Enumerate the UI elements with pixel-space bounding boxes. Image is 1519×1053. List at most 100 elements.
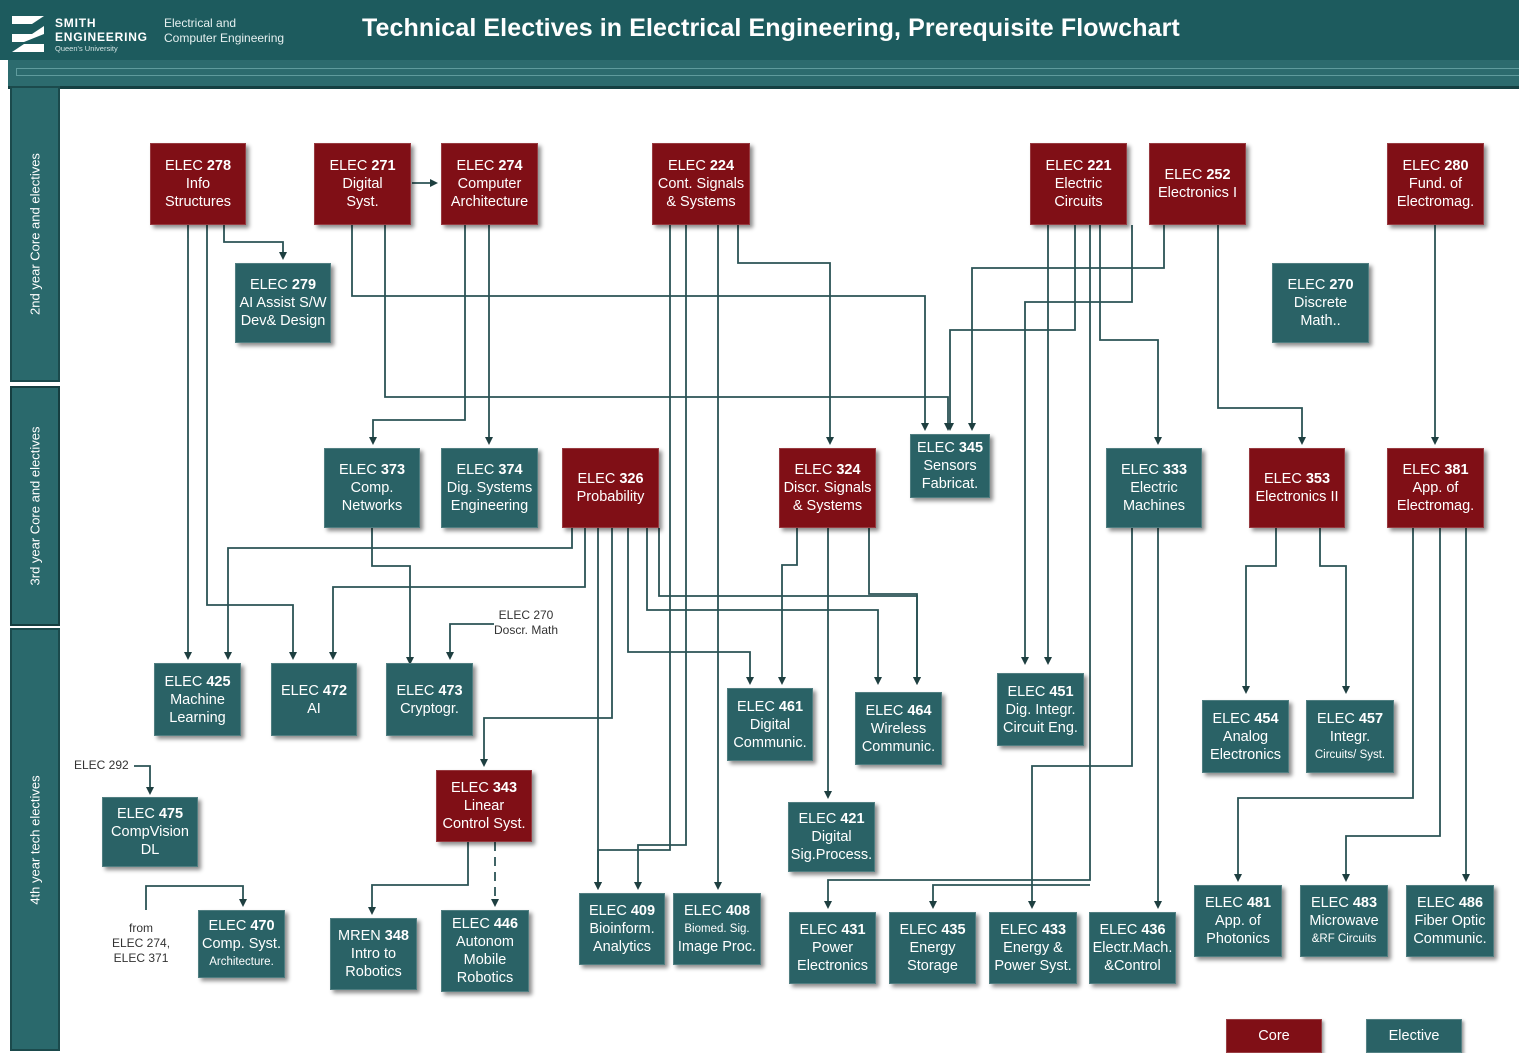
course-title-line: Cont. Signals [657, 176, 745, 192]
logo-text-queens: Queen's University [55, 44, 118, 53]
course-title-line: Networks [341, 498, 403, 514]
course-elec-473[interactable]: ELEC 473 Cryptogr. [386, 663, 473, 736]
course-title-line: Dig. Integr. [1005, 701, 1076, 718]
link-324-to-464 [868, 528, 921, 685]
course-elec-454[interactable]: ELEC 454 Analog Electronics [1202, 700, 1289, 773]
course-number: 464 [907, 702, 932, 719]
course-elec-221[interactable]: ELEC 221 Electric Circuits [1030, 143, 1127, 225]
course-title-line: Microwave [1309, 913, 1379, 929]
course-elec-435[interactable]: ELEC 435 Energy Storage [889, 912, 976, 984]
course-number: 270 [1329, 277, 1354, 293]
course-elec-431[interactable]: ELEC 431 Power Electronics [789, 912, 876, 984]
course-elec-446[interactable]: ELEC 446 Autonom Mobile Robotics [441, 910, 529, 992]
course-code: ELEC [396, 682, 435, 699]
course-code: ELEC [1316, 710, 1355, 727]
course-elec-483[interactable]: ELEC 483 Microwave &RF Circuits [1300, 885, 1388, 957]
course-elec-353[interactable]: ELEC 353 Electronics II [1249, 448, 1345, 528]
course-title-line: Photonics [1206, 931, 1270, 947]
course-elec-481[interactable]: ELEC 481 App. of Photonics [1194, 885, 1282, 957]
course-title-line: Sig.Process. [790, 847, 873, 863]
course-elec-271[interactable]: ELEC 271 Digital Syst. [314, 143, 411, 225]
course-number: 435 [941, 922, 966, 938]
link-324-to-461 [778, 528, 798, 685]
course-title-line: Cryptogr. [400, 700, 459, 717]
course-number: 425 [206, 673, 231, 690]
course-number: 348 [384, 928, 409, 944]
course-elec-464[interactable]: ELEC 464 Wireless Communic. [855, 692, 942, 765]
course-number: 472 [322, 682, 348, 699]
course-title-line: Probability [576, 489, 645, 505]
course-code: ELEC [1120, 462, 1159, 478]
course-elec-461[interactable]: ELEC 461 Digital Communic. [727, 688, 813, 761]
course-elec-409[interactable]: ELEC 409 Bioinform. Analytics [579, 893, 665, 965]
course-elec-475[interactable]: ELEC 475 CompVision DL [102, 797, 198, 867]
course-elec-270[interactable]: ELEC 270 Discrete Math.. [1272, 263, 1369, 343]
course-elec-373[interactable]: ELEC 373 Comp. Networks [324, 448, 420, 528]
course-elec-279[interactable]: ELEC 279 AI Assist S/W Dev& Design [235, 263, 331, 343]
course-title-line: Electronics [797, 958, 868, 974]
course-elec-278[interactable]: ELEC 278 Info Structures [150, 143, 246, 225]
course-title-line: Architecture. [209, 956, 274, 968]
legend-elective-label: Elective [1388, 1028, 1440, 1044]
course-elec-472[interactable]: ELEC 472 AI [271, 663, 357, 736]
course-elec-274[interactable]: ELEC 274 Computer Architecture [441, 143, 538, 225]
course-title-line: Communic. [733, 734, 807, 751]
department-line-1: Electrical and [164, 16, 237, 30]
course-number: 461 [778, 698, 804, 715]
course-title-line: Machines [1122, 498, 1186, 514]
course-elec-436[interactable]: ELEC 436 Electr.Mach. &Control [1089, 912, 1176, 984]
course-title-line: Communic. [1413, 931, 1487, 947]
course-elec-374[interactable]: ELEC 374 Dig. Systems Engineering [441, 448, 538, 528]
course-code: ELEC [1402, 158, 1441, 174]
course-number: 475 [158, 806, 184, 822]
course-title-line: Bioinform. [589, 921, 655, 937]
course-code: ELEC [451, 916, 490, 932]
course-title-line: Machine [170, 691, 225, 708]
course-elec-345[interactable]: ELEC 345 Sensors Fabricat. [910, 434, 990, 498]
course-number: 483 [1352, 895, 1378, 911]
course-mren-348[interactable]: MREN 348 Intro to Robotics [330, 918, 417, 990]
link-373-to-473 [371, 528, 414, 665]
course-elec-280[interactable]: ELEC 280 Fund. of Electromag. [1387, 143, 1484, 225]
course-title-line: Wireless [870, 720, 927, 737]
course-elec-326[interactable]: ELEC 326 Probability [562, 448, 659, 528]
link-from-note-to-470 [145, 885, 247, 910]
link-326-to-464 [646, 528, 882, 685]
course-elec-333[interactable]: ELEC 333 Electric Machines [1106, 448, 1202, 528]
course-title-line: &RF Circuits [1311, 933, 1377, 945]
course-elec-457[interactable]: ELEC 457 Integr. Circuits/ Syst. [1306, 700, 1394, 773]
note-from-prereq: from ELEC 274, ELEC 371 [112, 921, 170, 966]
course-number: 421 [840, 811, 865, 827]
course-code: ELEC [1402, 462, 1441, 478]
course-title-line: Electromag. [1396, 498, 1475, 514]
course-title-line: Autonom [455, 934, 515, 950]
course-code: ELEC [577, 471, 616, 487]
course-title-line: Analytics [592, 939, 652, 955]
course-title-line: Structures [164, 194, 232, 210]
course-elec-252[interactable]: ELEC 252 Electronics I [1149, 143, 1246, 225]
course-elec-381[interactable]: ELEC 381 App. of Electromag. [1387, 448, 1484, 528]
course-code: ELEC [329, 158, 368, 174]
course-code: ELEC [683, 903, 722, 919]
course-elec-451[interactable]: ELEC 451 Dig. Integr. Circuit Eng. [997, 673, 1084, 746]
course-elec-433[interactable]: ELEC 433 Energy & Power Syst. [989, 912, 1077, 984]
course-title-line: Fiber Optic [1414, 913, 1486, 929]
course-title-line: Storage [907, 958, 958, 974]
department-line-2: Computer Engineering [164, 31, 285, 45]
note-elec-292-prereq: ELEC 292 [74, 758, 129, 772]
course-title-line: Computer [457, 176, 522, 192]
course-code: ELEC [736, 698, 775, 715]
course-elec-421[interactable]: ELEC 421 Digital Sig.Process. [788, 802, 875, 872]
course-elec-486[interactable]: ELEC 486 Fiber Optic Communic. [1406, 885, 1494, 957]
course-elec-324[interactable]: ELEC 324 Discr. Signals & Systems [779, 448, 876, 528]
link-326-to-425 [224, 528, 573, 660]
course-elec-425[interactable]: ELEC 425 Machine Learning [154, 663, 241, 736]
course-elec-224[interactable]: ELEC 224 Cont. Signals & Systems [652, 143, 750, 225]
course-code: MREN [338, 928, 381, 944]
link-274-to-373 [369, 225, 466, 445]
course-elec-343[interactable]: ELEC 343 Linear Control Syst. [436, 770, 532, 842]
course-elec-408[interactable]: ELEC 408 Biomed. Sig. Image Proc. [673, 893, 761, 965]
link-326-to-343 [480, 528, 613, 767]
course-title-line: Electromag. [1396, 194, 1475, 210]
course-elec-470[interactable]: ELEC 470 Comp. Syst. Architecture. [198, 910, 285, 978]
